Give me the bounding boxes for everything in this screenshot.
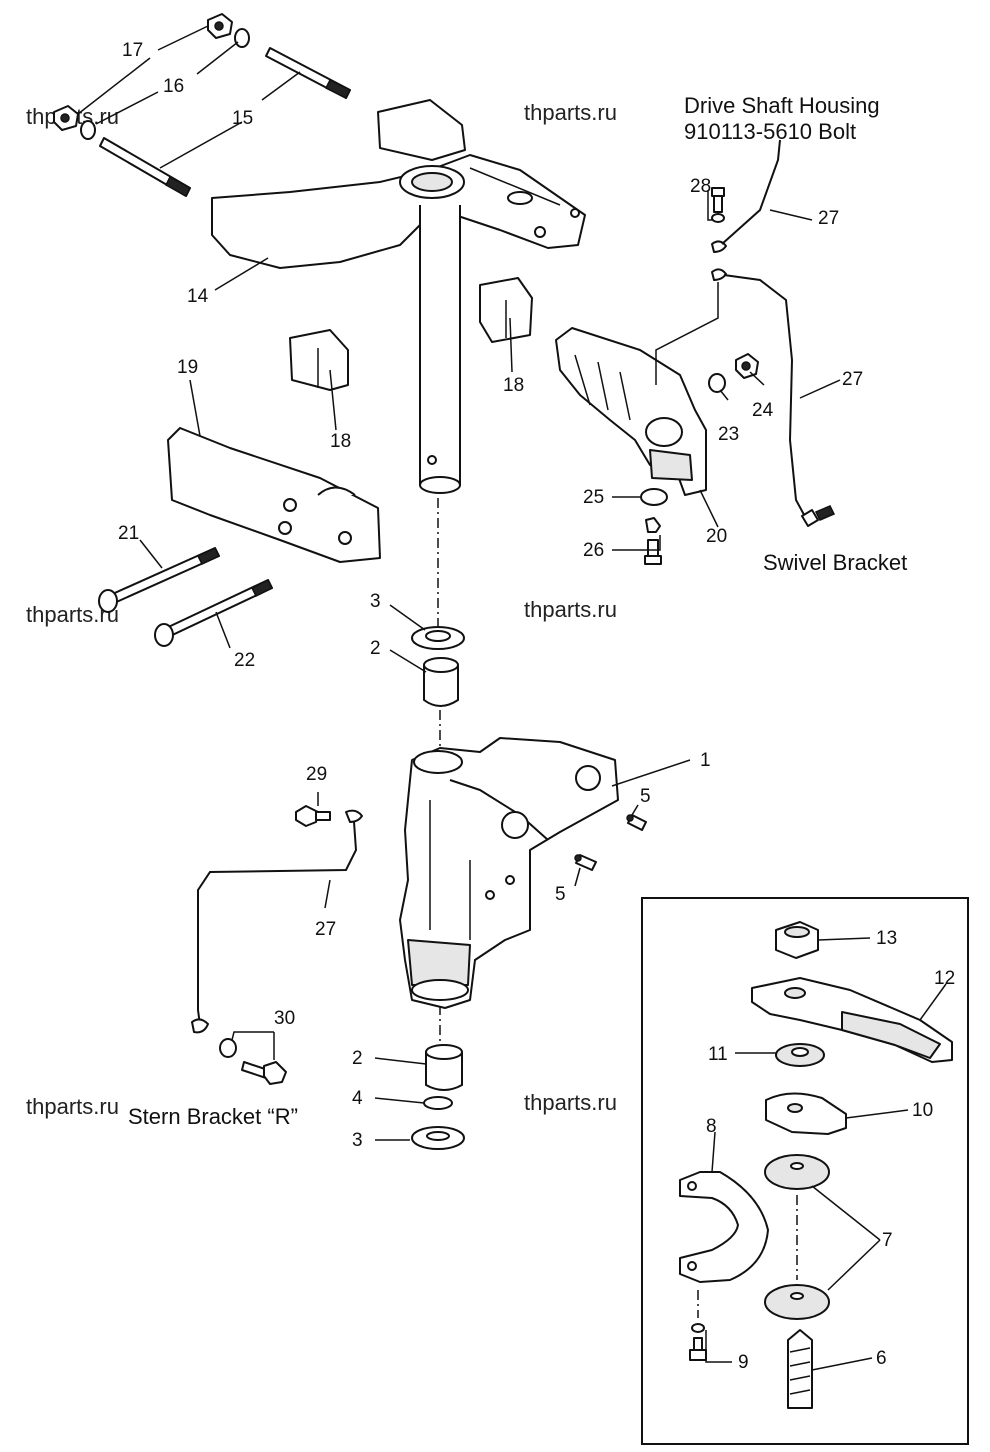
bolt-part-30 — [241, 1061, 287, 1085]
callout-21: 21 — [118, 523, 139, 544]
watermark: thparts.ru — [524, 100, 617, 125]
watermark: thparts.ru — [26, 1094, 119, 1119]
callout-26: 26 — [583, 540, 604, 561]
ground-wire-part-27-stern — [197, 821, 358, 1026]
callout-20: 20 — [706, 526, 727, 547]
drive-shaft-bolt-caption: 910113-5610 Bolt — [684, 119, 856, 144]
callout-4: 4 — [352, 1088, 363, 1109]
washer-part-30 — [219, 1038, 237, 1058]
washer-part-23 — [708, 373, 726, 393]
callout-3-lower: 3 — [352, 1130, 363, 1151]
stern-bracket-part-1 — [399, 737, 619, 1009]
pad-part-18-left — [289, 329, 349, 391]
nut-part-24 — [735, 353, 759, 379]
callout-16: 16 — [163, 76, 184, 97]
callout-27-swivel: 27 — [842, 369, 863, 390]
bushing-part-2-lower — [425, 1044, 463, 1091]
grease-fitting-part-5-right — [626, 814, 647, 831]
callout-2-lower: 2 — [352, 1048, 363, 1069]
nut-part-17-upper — [207, 13, 233, 39]
callout-24: 24 — [752, 400, 774, 421]
wire-to-bracket-leader — [655, 282, 719, 385]
callout-3-upper: 3 — [370, 591, 381, 612]
grease-fitting-part-5-lower — [574, 854, 597, 871]
bolt-part-29 — [295, 805, 331, 827]
callout-5-right: 5 — [640, 786, 651, 807]
pad-part-18-right — [479, 277, 533, 343]
leader-lines — [77, 25, 947, 1371]
washer-part-3-lower — [411, 1126, 465, 1150]
ring-terminal-upper — [345, 809, 363, 823]
bolt-part-9 — [689, 1323, 707, 1361]
bolt-part-15-lower — [99, 137, 191, 198]
callout-17: 17 — [122, 40, 143, 61]
bolt-part-28 — [711, 187, 725, 223]
watermark: thparts.ru — [524, 597, 617, 622]
callout-28: 28 — [690, 176, 711, 197]
callout-23: 23 — [718, 424, 739, 445]
disc-part-7-lower — [764, 1284, 830, 1320]
lever-part-12 — [751, 977, 953, 1063]
callout-27-housing: 27 — [818, 208, 839, 229]
drive-shaft-housing-caption: Drive Shaft Housing — [684, 93, 880, 118]
watermark: thparts.ru — [524, 1090, 617, 1115]
callout-1: 1 — [700, 750, 711, 771]
nut-part-17-lower — [53, 105, 79, 131]
plate-part-19 — [167, 427, 381, 563]
callout-29: 29 — [306, 764, 327, 785]
cap-part-25 — [640, 488, 668, 506]
callout-7: 7 — [882, 1230, 893, 1251]
circlip-part-4 — [423, 1096, 453, 1110]
bushing-part-2-upper — [423, 657, 459, 707]
callout-5-lower: 5 — [555, 884, 566, 905]
washer-part-16-lower — [80, 120, 96, 140]
callout-9: 9 — [738, 1352, 749, 1373]
callout-19: 19 — [177, 357, 198, 378]
stern-bracket-caption: Stern Bracket “R” — [128, 1104, 298, 1129]
callout-11: 11 — [708, 1044, 728, 1065]
ring-terminal-swivel — [711, 268, 727, 281]
washer-part-11 — [775, 1043, 825, 1067]
swivel-bracket-part-20 — [555, 327, 707, 496]
bolt-part-15-upper — [265, 47, 352, 100]
disc-part-7-upper — [764, 1154, 830, 1190]
callout-15: 15 — [232, 108, 253, 129]
callout-18-left: 18 — [330, 431, 351, 452]
swivel-bracket-caption: Swivel Bracket — [763, 550, 907, 575]
callout-2-upper: 2 — [370, 638, 381, 659]
bolt-part-26 — [644, 517, 662, 565]
bolt-part-21 — [98, 547, 221, 613]
bracket-part-8 — [679, 1171, 769, 1283]
callout-12: 12 — [934, 968, 955, 989]
ground-wire-part-27-swivel — [723, 274, 809, 523]
bolt-part-22 — [154, 578, 274, 647]
steering-bracket-part-14 — [211, 99, 586, 269]
callout-14: 14 — [187, 286, 209, 307]
washer-part-3-upper — [411, 626, 465, 650]
terminal-connector-swivel — [801, 505, 836, 527]
ground-wire-part-27-housing — [721, 139, 781, 245]
callout-13: 13 — [876, 928, 897, 949]
callout-25: 25 — [583, 487, 604, 508]
callout-18-right: 18 — [503, 375, 524, 396]
ring-terminal-lower — [191, 1018, 209, 1034]
plate-part-10 — [765, 1092, 847, 1135]
callout-27-stern: 27 — [315, 919, 336, 940]
key-part-6 — [787, 1329, 813, 1409]
inset-panel — [641, 897, 969, 1445]
nut-part-13 — [775, 921, 819, 959]
steering-shaft — [419, 205, 461, 494]
callout-10: 10 — [912, 1100, 933, 1121]
callout-8: 8 — [706, 1116, 717, 1137]
callout-6: 6 — [876, 1348, 887, 1369]
callout-30: 30 — [274, 1008, 295, 1029]
washer-part-16-upper — [234, 28, 250, 48]
callout-22: 22 — [234, 650, 255, 671]
